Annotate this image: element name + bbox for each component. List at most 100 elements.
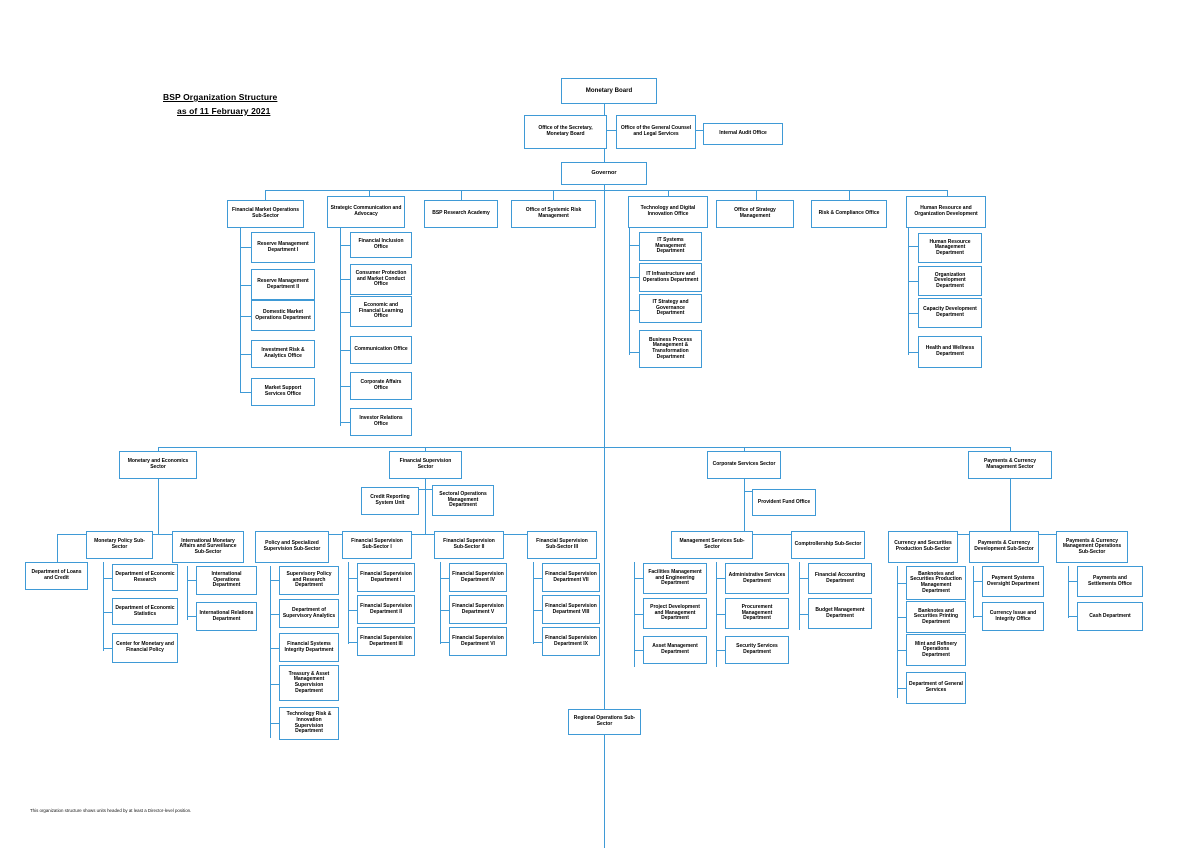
connector — [947, 190, 949, 200]
connector — [340, 312, 350, 314]
node-payments-settlements-office[interactable]: Payments and Settlements Office — [1077, 566, 1143, 597]
node-international-relations-department[interactable]: International Relations Department — [196, 602, 257, 631]
node-department-loans-credit[interactable]: Department of Loans and Credit — [25, 562, 88, 590]
node-financial-accounting-department[interactable]: Financial Accounting Department — [808, 563, 872, 594]
node-international-monetary-affairs-surveillance-sub-sector[interactable]: International Monetary Affairs and Surve… — [172, 531, 244, 563]
node-sectoral-operations-management-department[interactable]: Sectoral Operations Management Departmen… — [432, 485, 494, 516]
node-bsp-research-academy[interactable]: BSP Research Academy — [424, 200, 498, 228]
node-financial-supervision-department-9[interactable]: Financial Supervision Department IX — [542, 627, 600, 656]
node-currency-issue-integrity-office[interactable]: Currency Issue and Integrity Office — [982, 602, 1044, 631]
node-reserve-management-department-1[interactable]: Reserve Management Department I — [251, 232, 315, 263]
node-banknotes-securities-production-management-department[interactable]: Banknotes and Securities Production Mana… — [906, 566, 966, 600]
node-corporate-services-sector[interactable]: Corporate Services Sector — [707, 451, 781, 479]
node-financial-supervision-sub-sector-3[interactable]: Financial Supervision Sub-Sector III — [527, 531, 597, 559]
node-market-support-services-office[interactable]: Market Support Services Office — [251, 378, 315, 406]
node-international-operations-department[interactable]: International Operations Department — [196, 566, 257, 595]
node-internal-audit-office[interactable]: Internal Audit Office — [703, 123, 783, 145]
node-financial-supervision-department-2[interactable]: Financial Supervision Department II — [357, 595, 415, 624]
node-payment-systems-oversight-department[interactable]: Payment Systems Oversight Department — [982, 566, 1044, 597]
node-mint-refinery-operations-department[interactable]: Mint and Refinery Operations Department — [906, 634, 966, 666]
node-financial-supervision-department-7[interactable]: Financial Supervision Department VII — [542, 563, 600, 592]
node-reserve-management-department-2[interactable]: Reserve Management Department II — [251, 269, 315, 300]
connector — [629, 352, 639, 354]
node-management-services-sub-sector[interactable]: Management Services Sub-Sector — [671, 531, 753, 559]
node-monetary-policy-sub-sector[interactable]: Monetary Policy Sub-Sector — [86, 531, 153, 559]
node-supervisory-policy-research-department[interactable]: Supervisory Policy and Research Departme… — [279, 566, 339, 595]
node-security-services-department[interactable]: Security Services Department — [725, 636, 789, 664]
node-capacity-development-department[interactable]: Capacity Development Department — [918, 298, 982, 328]
node-consumer-protection-market-conduct-office[interactable]: Consumer Protection and Market Conduct O… — [350, 264, 412, 295]
node-financial-inclusion-office[interactable]: Financial Inclusion Office — [350, 232, 412, 258]
node-human-resource-organization-development[interactable]: Human Resource and Organization Developm… — [906, 196, 986, 228]
node-financial-supervision-sub-sector-1[interactable]: Financial Supervision Sub-Sector I — [342, 531, 412, 559]
node-human-resource-management-department[interactable]: Human Resource Management Department — [918, 233, 982, 263]
node-regional-operations-sub-sector[interactable]: Regional Operations Sub-Sector — [568, 709, 641, 735]
node-financial-supervision-department-3[interactable]: Financial Supervision Department III — [357, 627, 415, 656]
node-provident-fund-office[interactable]: Provident Fund Office — [752, 489, 816, 516]
node-facilities-management-engineering-department[interactable]: Facilities Management and Engineering De… — [643, 563, 707, 594]
connector — [440, 578, 449, 580]
node-office-systemic-risk-management[interactable]: Office of Systemic Risk Management — [511, 200, 596, 228]
node-it-infrastructure-operations-department[interactable]: IT Infrastructure and Operations Departm… — [639, 263, 702, 292]
node-it-systems-management-department[interactable]: IT Systems Management Department — [639, 232, 702, 261]
node-monetary-economics-sector[interactable]: Monetary and Economics Sector — [119, 451, 197, 479]
node-payments-currency-management-operations-sub-sector[interactable]: Payments & Currency Management Operation… — [1056, 531, 1128, 563]
node-strategic-communication-advocacy[interactable]: Strategic Communication and Advocacy — [327, 196, 405, 228]
node-technology-risk-innovation-supervision-department[interactable]: Technology Risk & Innovation Supervision… — [279, 707, 339, 740]
node-financial-supervision-department-5[interactable]: Financial Supervision Department V — [449, 595, 507, 624]
node-investment-risk-analytics-office[interactable]: Investment Risk & Analytics Office — [251, 340, 315, 368]
node-currency-securities-production-sub-sector[interactable]: Currency and Securities Production Sub-S… — [888, 531, 958, 563]
node-financial-supervision-department-8[interactable]: Financial Supervision Department VIII — [542, 595, 600, 624]
node-budget-management-department[interactable]: Budget Management Department — [808, 598, 872, 629]
node-governor[interactable]: Governor — [561, 162, 647, 185]
node-procurement-management-department[interactable]: Procurement Management Department — [725, 598, 789, 629]
node-department-economic-research[interactable]: Department of Economic Research — [112, 564, 178, 591]
node-business-process-management-transformation-department[interactable]: Business Process Management & Transforma… — [639, 330, 702, 368]
node-office-general-counsel[interactable]: Office of the General Counsel and Legal … — [616, 115, 696, 149]
node-payments-currency-management-sector[interactable]: Payments & Currency Management Sector — [968, 451, 1052, 479]
connector — [629, 245, 639, 247]
node-technology-digital-innovation-office[interactable]: Technology and Digital Innovation Office — [628, 196, 708, 228]
node-organization-development-department[interactable]: Organization Development Department — [918, 266, 982, 296]
node-asset-management-department[interactable]: Asset Management Department — [643, 636, 707, 664]
node-health-wellness-department[interactable]: Health and Wellness Department — [918, 336, 982, 368]
node-center-monetary-financial-policy[interactable]: Center for Monetary and Financial Policy — [112, 633, 178, 663]
node-financial-supervision-department-1[interactable]: Financial Supervision Department I — [357, 563, 415, 592]
node-financial-supervision-sector[interactable]: Financial Supervision Sector — [389, 451, 462, 479]
connector — [340, 279, 350, 281]
node-economic-financial-learning-office[interactable]: Economic and Financial Learning Office — [350, 296, 412, 327]
node-office-secretary-monetary-board[interactable]: Office of the Secretary, Monetary Board — [524, 115, 607, 149]
connector — [799, 614, 808, 616]
node-department-general-services[interactable]: Department of General Services — [906, 672, 966, 704]
node-department-supervisory-analytics[interactable]: Department of Supervisory Analytics — [279, 599, 339, 628]
node-project-development-management-department[interactable]: Project Development and Management Depar… — [643, 598, 707, 629]
node-domestic-market-operations-department[interactable]: Domestic Market Operations Department — [251, 300, 315, 331]
node-policy-specialized-supervision-sub-sector[interactable]: Policy and Specialized Supervision Sub-S… — [255, 531, 329, 563]
node-it-strategy-governance-department[interactable]: IT Strategy and Governance Department — [639, 294, 702, 323]
node-monetary-board[interactable]: Monetary Board — [561, 78, 657, 104]
node-investor-relations-office[interactable]: Investor Relations Office — [350, 408, 412, 436]
connector — [973, 581, 982, 583]
node-comptrollership-sub-sector[interactable]: Comptrollership Sub-Sector — [791, 531, 865, 559]
node-corporate-affairs-office[interactable]: Corporate Affairs Office — [350, 372, 412, 400]
node-risk-compliance-office[interactable]: Risk & Compliance Office — [811, 200, 887, 228]
node-financial-supervision-department-6[interactable]: Financial Supervision Department VI — [449, 627, 507, 656]
connector — [425, 489, 427, 534]
node-financial-systems-integrity-department[interactable]: Financial Systems Integrity Department — [279, 633, 339, 662]
node-cash-department[interactable]: Cash Department — [1077, 602, 1143, 631]
node-financial-supervision-department-4[interactable]: Financial Supervision Department IV — [449, 563, 507, 592]
node-department-economic-statistics[interactable]: Department of Economic Statistics — [112, 598, 178, 625]
connector — [103, 578, 112, 580]
connector — [533, 610, 542, 612]
connector — [634, 578, 643, 580]
connector — [1068, 566, 1070, 618]
node-office-strategy-management[interactable]: Office of Strategy Management — [716, 200, 794, 228]
node-payments-currency-development-sub-sector[interactable]: Payments & Currency Development Sub-Sect… — [969, 531, 1039, 563]
node-administrative-services-department[interactable]: Administrative Services Department — [725, 563, 789, 594]
node-treasury-asset-management-supervision-department[interactable]: Treasury & Asset Management Supervision … — [279, 665, 339, 701]
node-communication-office[interactable]: Communication Office — [350, 336, 412, 364]
node-credit-reporting-system-unit[interactable]: Credit Reporting System Unit — [361, 487, 419, 515]
node-financial-supervision-sub-sector-2[interactable]: Financial Supervision Sub-Sector II — [434, 531, 504, 559]
node-financial-market-operations-sub-sector[interactable]: Financial Market Operations Sub-Sector — [227, 200, 304, 228]
node-banknotes-securities-printing-department[interactable]: Banknotes and Securities Printing Depart… — [906, 601, 966, 633]
